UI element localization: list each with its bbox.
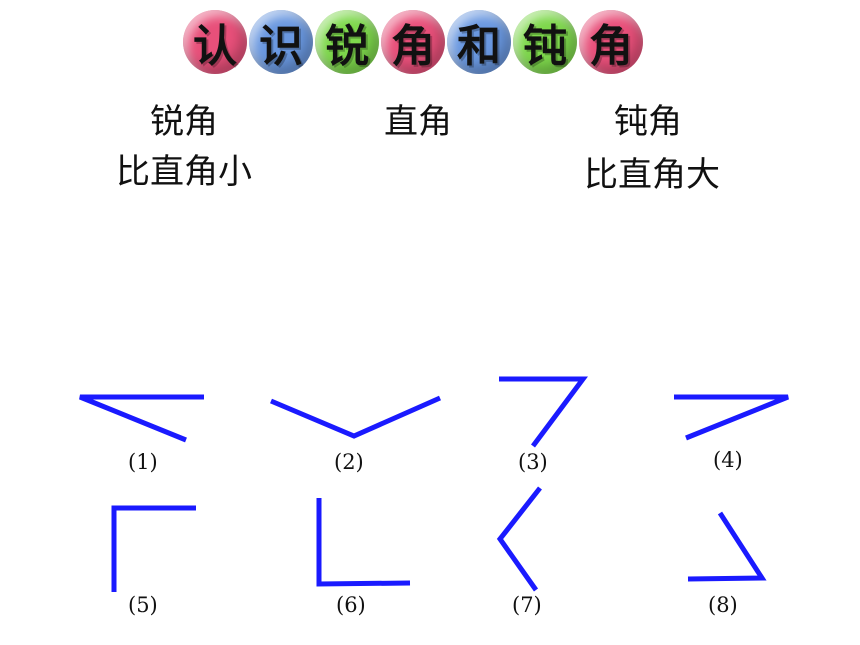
title-char: 角 <box>381 10 445 74</box>
title-char: 角 <box>579 10 643 74</box>
angle-7-number: (7) <box>512 593 542 617</box>
angle-2-figure <box>270 395 442 439</box>
obtuse-angle-description: 比直角大 <box>584 155 720 195</box>
angle-5-number: (5) <box>128 593 158 617</box>
angle-2-number: (2) <box>334 450 364 474</box>
angle-8-number: (8) <box>708 593 738 617</box>
title-char: 识 <box>249 10 313 74</box>
acute-angle-label: 锐角 <box>150 102 218 142</box>
angle-7-figure <box>496 486 542 592</box>
angle-5-figure <box>111 505 196 592</box>
angle-4-figure <box>674 394 789 441</box>
title-char: 和 <box>447 10 511 74</box>
title-char: 锐 <box>315 10 379 74</box>
angle-6-number: (6) <box>336 593 366 617</box>
right-angle-label: 直角 <box>384 102 452 142</box>
angle-1-number: (1) <box>128 450 158 474</box>
title-char: 认 <box>183 10 247 74</box>
title-char: 钝 <box>513 10 577 74</box>
angle-6-figure <box>316 498 411 587</box>
angle-1-figure <box>79 394 204 443</box>
angle-8-figure <box>687 511 767 582</box>
acute-angle-description: 比直角小 <box>116 152 252 192</box>
angle-4-number: (4) <box>713 448 743 472</box>
obtuse-angle-label: 钝角 <box>614 102 682 142</box>
angle-3-number: (3) <box>518 450 548 474</box>
page-title: 认 识 锐 角 和 钝 角 <box>183 10 643 74</box>
angle-3-figure <box>499 376 588 448</box>
